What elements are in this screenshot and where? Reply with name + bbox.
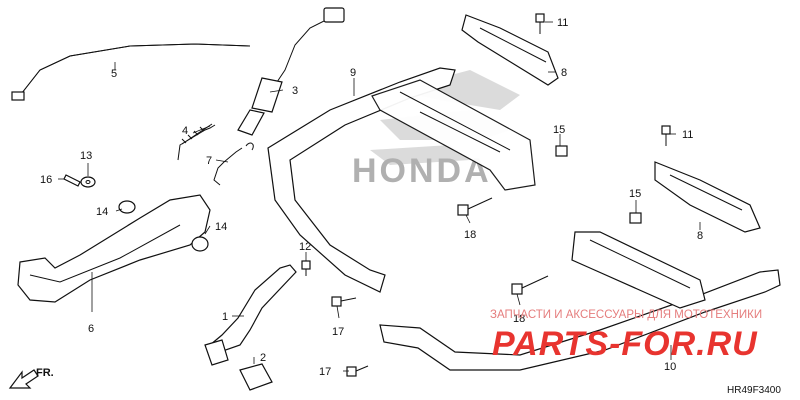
frame-part-10: [379, 231, 781, 371]
cable-part-5: [11, 43, 251, 101]
callout-10: 10: [664, 361, 676, 373]
leader-lines: [58, 21, 701, 372]
spring-part-4: [177, 123, 216, 161]
pin-part-16: [63, 174, 81, 187]
bolt-part-11b: [661, 125, 671, 146]
callout-15b: 15: [629, 188, 641, 200]
watermark-tagline: ЗАПЧАСТИ И АКСЕССУАРЫ ДЛЯ МОТОТЕХНИКИ: [490, 309, 762, 321]
spring-part-7: [213, 142, 254, 186]
callout-14b: 14: [215, 221, 227, 233]
callout-8b: 8: [697, 230, 703, 242]
callout-14a: 14: [96, 206, 108, 218]
bolt-part-11a: [535, 13, 545, 34]
callout-18a: 18: [464, 229, 476, 241]
callout-5: 5: [111, 68, 117, 80]
callout-12: 12: [299, 241, 311, 253]
callout-17a: 17: [332, 326, 344, 338]
callout-18b: 18: [513, 313, 525, 325]
callout-17b: 17: [319, 366, 331, 378]
shift-lever-part-1: [204, 264, 297, 366]
callout-16: 16: [40, 174, 52, 186]
honda-text: HONDA: [352, 152, 492, 190]
callout-3: 3: [292, 85, 298, 97]
bolt-part-18a: [457, 197, 493, 216]
callout-13: 13: [80, 150, 92, 162]
diagram-code: HR49F3400: [727, 385, 781, 396]
callout-15a: 15: [553, 124, 565, 136]
brake-pedal-part-6: [17, 194, 211, 303]
callout-11a: 11: [557, 17, 568, 29]
watermark-brand: PARTS-FOR.RU: [492, 325, 758, 363]
front-arrow-icon: [8, 369, 39, 389]
nut-part-15a: [555, 145, 568, 157]
bolt-part-17b: [346, 365, 369, 377]
frame-part-9: [267, 67, 536, 293]
callout-6: 6: [88, 323, 94, 335]
callout-1: 1: [222, 311, 228, 323]
callout-2: 2: [260, 352, 266, 364]
nut-part-15b: [629, 212, 642, 224]
bolt-part-18b: [511, 275, 549, 295]
callout-8a: 8: [561, 67, 567, 79]
callout-7: 7: [206, 155, 212, 167]
rubber-part-2: [239, 363, 273, 391]
footpeg-part-8a: [461, 14, 559, 86]
switch-part-3: [237, 7, 345, 136]
footpeg-part-8b: [654, 161, 761, 233]
front-label: FR.: [36, 367, 54, 379]
bolt-part-17a: [331, 296, 357, 307]
washer-part-13: [80, 176, 96, 188]
callout-4: 4: [182, 125, 188, 137]
callout-11b: 11: [682, 129, 693, 141]
bolt-part-12: [301, 260, 311, 276]
callout-9: 9: [350, 67, 356, 79]
